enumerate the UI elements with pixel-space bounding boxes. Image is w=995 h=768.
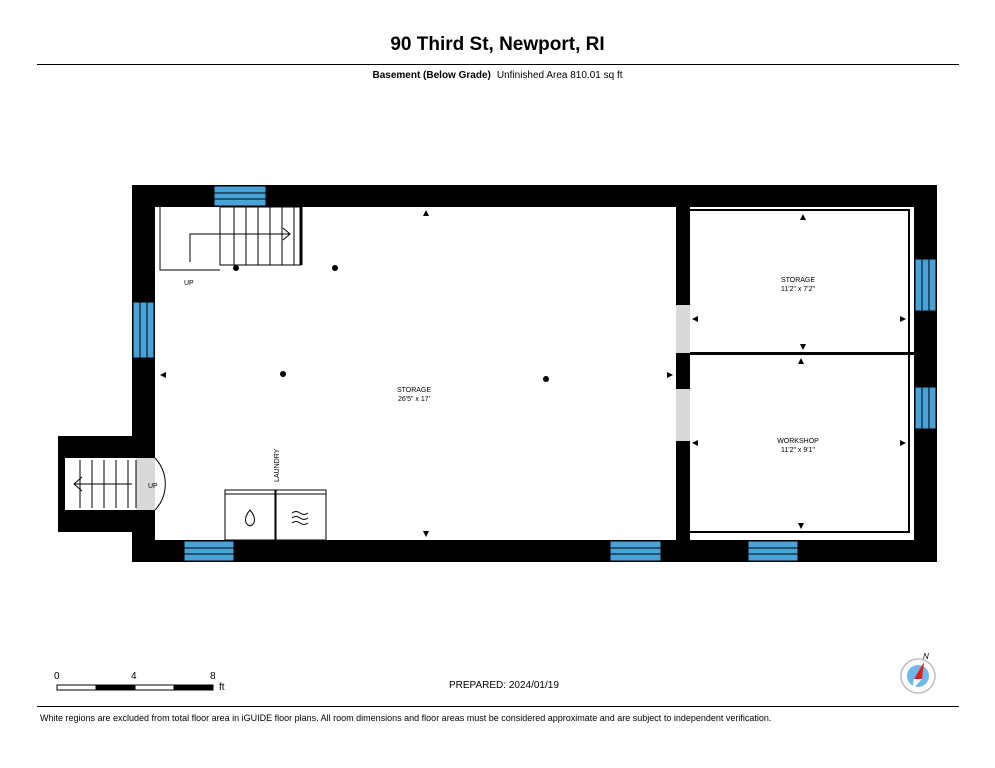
windows	[132, 185, 937, 562]
prepared-date: PREPARED: 2024/01/19	[449, 680, 559, 691]
door-openings	[136, 305, 690, 510]
dimension-arrows	[160, 210, 906, 537]
workshop-dims: 11'2" x 9'1"	[781, 447, 815, 454]
upper-stair	[159, 206, 303, 271]
lower-stair-up-label: UP	[148, 483, 158, 490]
small-storage-name: STORAGE	[781, 277, 815, 284]
footnote: White regions are excluded from total fl…	[40, 713, 772, 723]
upper-stair-up-label: UP	[184, 280, 194, 287]
area-text: Unfinished Area 810.01 sq ft	[496, 70, 623, 81]
level-subtitle: Basement (Below Grade) Unfinished Area 81…	[0, 70, 995, 81]
scale-tick-0: 0	[54, 671, 60, 682]
washer-icon	[291, 511, 309, 525]
laundry-label: LAUNDRY	[274, 448, 281, 482]
compass-icon	[900, 658, 936, 694]
scale-tick-8: 8	[210, 671, 216, 682]
scale-bar	[56, 684, 214, 691]
main-storage-name: STORAGE	[397, 387, 431, 394]
footer-rule	[37, 706, 959, 707]
address-title: 90 Third St, Newport, RI	[390, 34, 605, 55]
support-posts	[233, 265, 549, 382]
water-heater-icon	[245, 509, 255, 527]
compass-north-label: N	[923, 652, 929, 661]
outer-walls	[58, 185, 937, 562]
workshop-name: WORKSHOP	[777, 438, 819, 445]
scale-unit: ft	[219, 682, 225, 693]
lower-stair	[73, 460, 137, 508]
door-swing	[154, 457, 166, 511]
window-mullions	[139, 192, 930, 555]
main-storage-dims: 26'5" x 17'	[398, 396, 430, 403]
small-storage-dims: 11'2" x 7'2"	[781, 286, 815, 293]
level-name: Basement (Below Grade)	[372, 70, 491, 81]
header-rule	[37, 64, 959, 65]
interior-walls	[676, 207, 916, 540]
laundry-appliances	[224, 489, 327, 541]
scale-tick-4: 4	[131, 671, 137, 682]
